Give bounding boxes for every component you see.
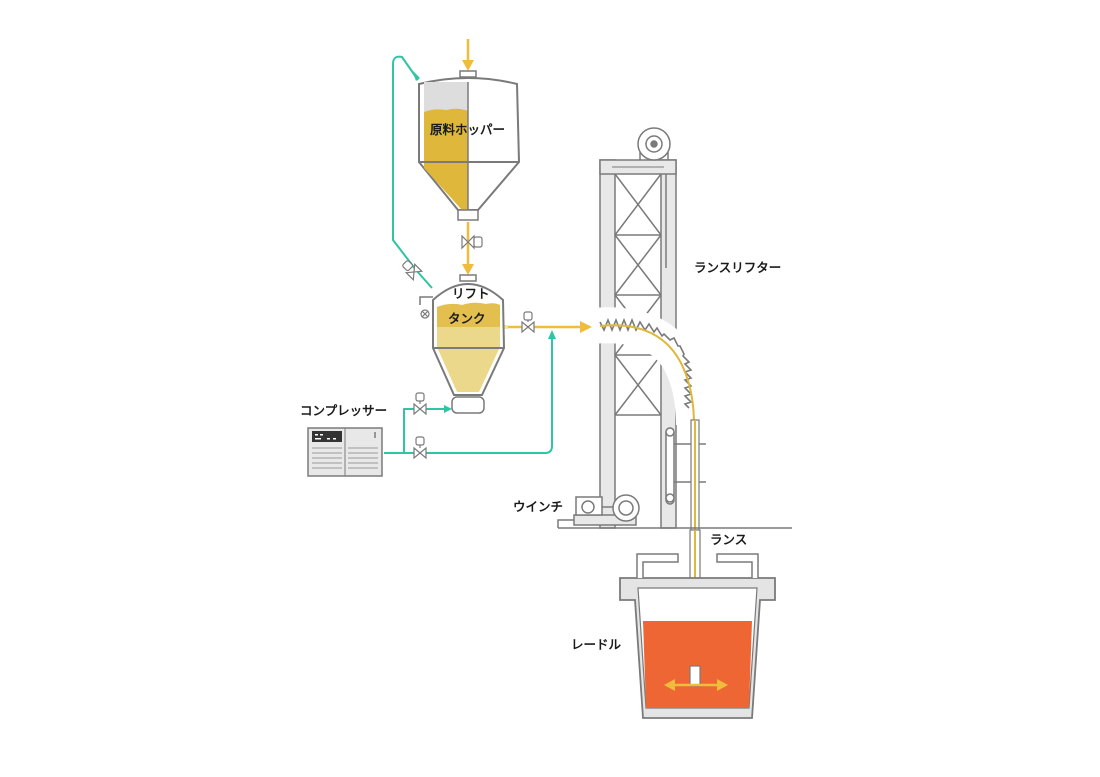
compressor-label: コンプレッサー — [300, 403, 387, 418]
transport-air-valve — [413, 436, 427, 460]
valves — [402, 260, 535, 460]
tank-outlet-valve — [521, 311, 535, 334]
lift-tank-label-line1: リフト — [452, 286, 490, 301]
lance-label: ランス — [710, 532, 747, 547]
air-return-line — [392, 55, 433, 289]
ladle-right-lug — [716, 553, 759, 578]
winch-label: ウインチ — [513, 499, 563, 514]
air-arrowheads — [412, 70, 556, 413]
hopper-inlet-nozzle — [459, 70, 477, 78]
tank-bottom-air-valve — [413, 392, 427, 416]
hopper-label: 原料ホッパー — [430, 122, 505, 137]
ladle-left-lug — [636, 553, 679, 578]
tank-top-nozzle — [459, 274, 477, 282]
tower-lattice — [614, 173, 662, 416]
air-arrow-transport — [548, 330, 556, 339]
lance-lifter-label: ランスリフター — [694, 260, 781, 275]
air-line-to-transport — [384, 336, 553, 454]
injection-arrow-left — [664, 679, 675, 691]
winch: ウインチ — [513, 494, 640, 526]
operating-floor — [557, 519, 792, 529]
molten-metal — [643, 621, 752, 708]
transport-arrow — [580, 321, 592, 333]
flexible-hose — [590, 307, 712, 426]
feed-in-arrow — [462, 60, 474, 71]
hopper-outlet-arrow — [462, 264, 474, 275]
lance-tip — [689, 665, 701, 687]
hopper-outlet — [457, 209, 479, 221]
ladle: レードル — [571, 553, 776, 719]
injection — [664, 665, 728, 691]
air-arrow-hopper — [412, 70, 420, 81]
hopper-empty-zone — [424, 82, 468, 112]
return-line-valve — [402, 260, 424, 282]
tank-side-lever — [419, 296, 433, 305]
lift-tank: リフト タンク — [419, 274, 506, 414]
air-line-to-tank-bottom — [384, 408, 446, 454]
tank-side-gauge — [420, 309, 430, 319]
air-arrow-tank-bottom — [444, 405, 452, 413]
injection-arrow-right — [717, 679, 728, 691]
lance-carriage — [665, 427, 706, 505]
tower-left-column — [599, 159, 616, 529]
raw-material-hopper: 原料ホッパー — [418, 70, 521, 221]
ladle-label: レードル — [571, 637, 622, 652]
lift-tank-label-line2: タンク — [448, 311, 486, 326]
tank-bottom-outlet — [451, 396, 485, 414]
tank-material-upper — [437, 302, 500, 327]
top-sheave — [637, 127, 671, 161]
hopper-material — [424, 108, 468, 210]
material-arrowheads — [462, 60, 592, 333]
compressor: コンプレッサー — [300, 403, 387, 477]
hose-core — [599, 324, 695, 426]
hopper-discharge-valve — [461, 234, 483, 250]
compressor-panel — [312, 431, 342, 442]
